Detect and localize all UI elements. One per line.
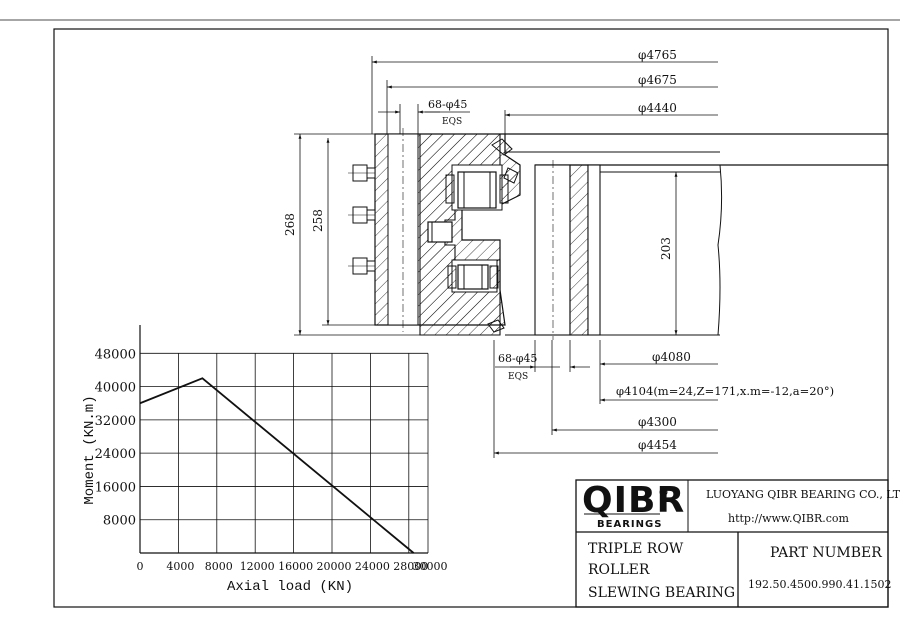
dim-h258: 258 [311, 209, 325, 232]
title-block: QIBR ® BEARINGS LUOYANG QIBR BEARING CO.… [575, 479, 900, 608]
part-number-value: 192.50.4500.990.41.1502 [748, 578, 891, 591]
x-tick-label: 12000 [240, 560, 275, 573]
dim-h268: 268 [283, 213, 297, 236]
dim-d4080: φ4080 [652, 350, 691, 364]
x-tick-label: 30000 [413, 560, 448, 573]
company-logo: QIBR [582, 480, 685, 521]
part-number-label: PART NUMBER [770, 545, 882, 561]
x-tick-label: 24000 [355, 560, 390, 573]
dim-h203: 203 [659, 237, 673, 260]
bearing-cross-section [348, 128, 888, 340]
dim-d4454: φ4454 [638, 438, 677, 452]
dim-d4440: φ4440 [638, 101, 677, 115]
dimension-texts: φ4765 φ4675 68-φ45 EQS φ4440 268 258 203… [283, 48, 834, 452]
dim-d4765: φ4765 [638, 48, 677, 62]
dim-gear: φ4104(m=24,Z=171,x.m=-12,a=20°) [616, 384, 834, 398]
chart-axes [139, 325, 428, 554]
dim-d4675: φ4675 [638, 73, 677, 87]
y-tick-label: 40000 [95, 381, 136, 396]
x-tick-label: 0 [137, 560, 144, 573]
description-line-1: TRIPLE ROW [588, 541, 684, 557]
description-line-2: ROLLER [588, 562, 650, 578]
chart-y-ticks: 8000 16000 24000 32000 40000 48000 [95, 347, 136, 528]
x-tick-label: 20000 [317, 560, 352, 573]
registered-mark: ® [658, 486, 669, 499]
drawing-frame [53, 28, 889, 608]
y-tick-label: 8000 [103, 514, 136, 529]
dim-holes-bottom: 68-φ45 [498, 352, 537, 365]
chart-grid [140, 352, 429, 553]
y-tick-label: 24000 [95, 447, 136, 462]
x-tick-label: 4000 [166, 560, 194, 573]
dim-eqs-top: EQS [442, 117, 462, 127]
y-tick-label: 48000 [95, 347, 136, 362]
y-tick-label: 32000 [95, 414, 136, 429]
company-url: http://www.QIBR.com [728, 512, 850, 525]
bolt-heads [348, 164, 376, 275]
description-line-3: SLEWING BEARING [588, 585, 735, 601]
dim-eqs-bottom: EQS [508, 372, 528, 382]
logo-subtitle: BEARINGS [597, 519, 662, 530]
x-tick-label: 16000 [278, 560, 313, 573]
company-name: LUOYANG QIBR BEARING CO., LTD [706, 488, 900, 501]
dimension-lines [294, 56, 718, 458]
x-tick-label: 28000 [393, 560, 428, 573]
chart-series [139, 377, 415, 554]
y-tick-label: 16000 [95, 480, 136, 495]
dim-holes-top: 68-φ45 [428, 98, 467, 111]
chart-x-label: Axial load (KN) [227, 579, 353, 595]
dim-d4300: φ4300 [638, 415, 677, 429]
x-tick-label: 8000 [205, 560, 233, 573]
series-line [139, 377, 415, 554]
chart-y-label: Moment (KN.m) [82, 395, 98, 504]
